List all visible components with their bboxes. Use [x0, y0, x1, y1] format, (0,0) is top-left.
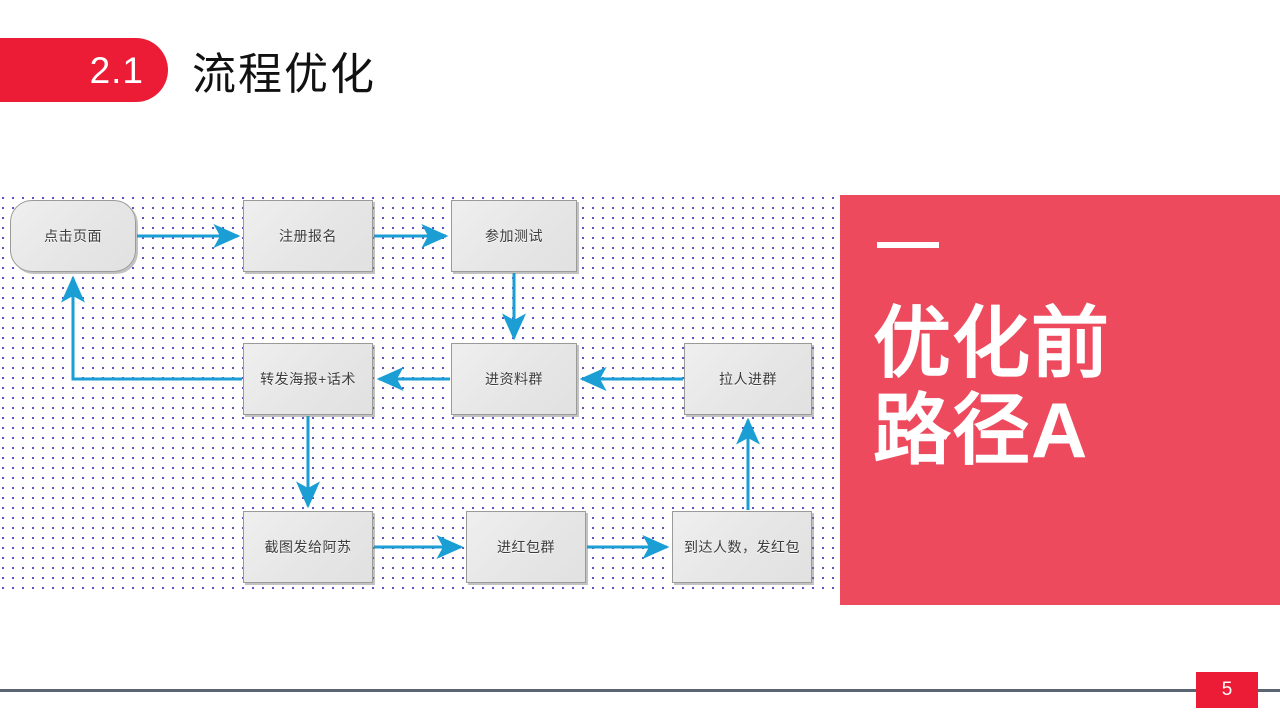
footer-divider — [0, 689, 1280, 692]
panel-heading-line1: 优化前 — [873, 299, 1111, 387]
node-label: 进红包群 — [497, 539, 555, 555]
node-forward-poster[interactable]: 转发海报+话术 — [243, 343, 373, 415]
panel-heading: 优化前 路径A — [873, 299, 1263, 475]
node-label: 到达人数，发红包 — [684, 539, 800, 555]
title-number: 2.1 — [89, 49, 144, 91]
node-label: 拉人进群 — [719, 371, 777, 387]
flowchart-canvas: 点击页面 注册报名 参加测试 转发海报+话术 进资料群 拉人进群 截图发给阿苏 … — [0, 196, 837, 594]
node-label: 参加测试 — [485, 228, 543, 244]
node-join-test[interactable]: 参加测试 — [451, 200, 577, 272]
node-reach-count[interactable]: 到达人数，发红包 — [672, 511, 812, 583]
node-label: 截图发给阿苏 — [264, 539, 352, 555]
node-screenshot[interactable]: 截图发给阿苏 — [243, 511, 373, 583]
title-number-badge: 2.1 — [0, 38, 168, 102]
node-register[interactable]: 注册报名 — [243, 200, 373, 272]
highlight-panel: 优化前 路径A — [840, 195, 1280, 605]
node-pull-people[interactable]: 拉人进群 — [684, 343, 812, 415]
panel-heading-line2: 路径A — [873, 386, 1089, 475]
page-title: 流程优化 — [192, 50, 376, 99]
node-label: 进资料群 — [485, 371, 543, 387]
edge-forward-poster-to-click-page — [61, 275, 242, 381]
page-number-badge: 5 — [1196, 672, 1258, 708]
node-label: 注册报名 — [279, 228, 337, 244]
node-join-material[interactable]: 进资料群 — [451, 343, 577, 415]
page-number: 5 — [1221, 679, 1233, 700]
panel-dash-divider — [877, 242, 939, 248]
node-join-redpack[interactable]: 进红包群 — [466, 511, 586, 583]
node-label: 转发海报+话术 — [260, 371, 356, 387]
node-click-page[interactable]: 点击页面 — [10, 200, 136, 272]
node-label: 点击页面 — [44, 228, 102, 244]
